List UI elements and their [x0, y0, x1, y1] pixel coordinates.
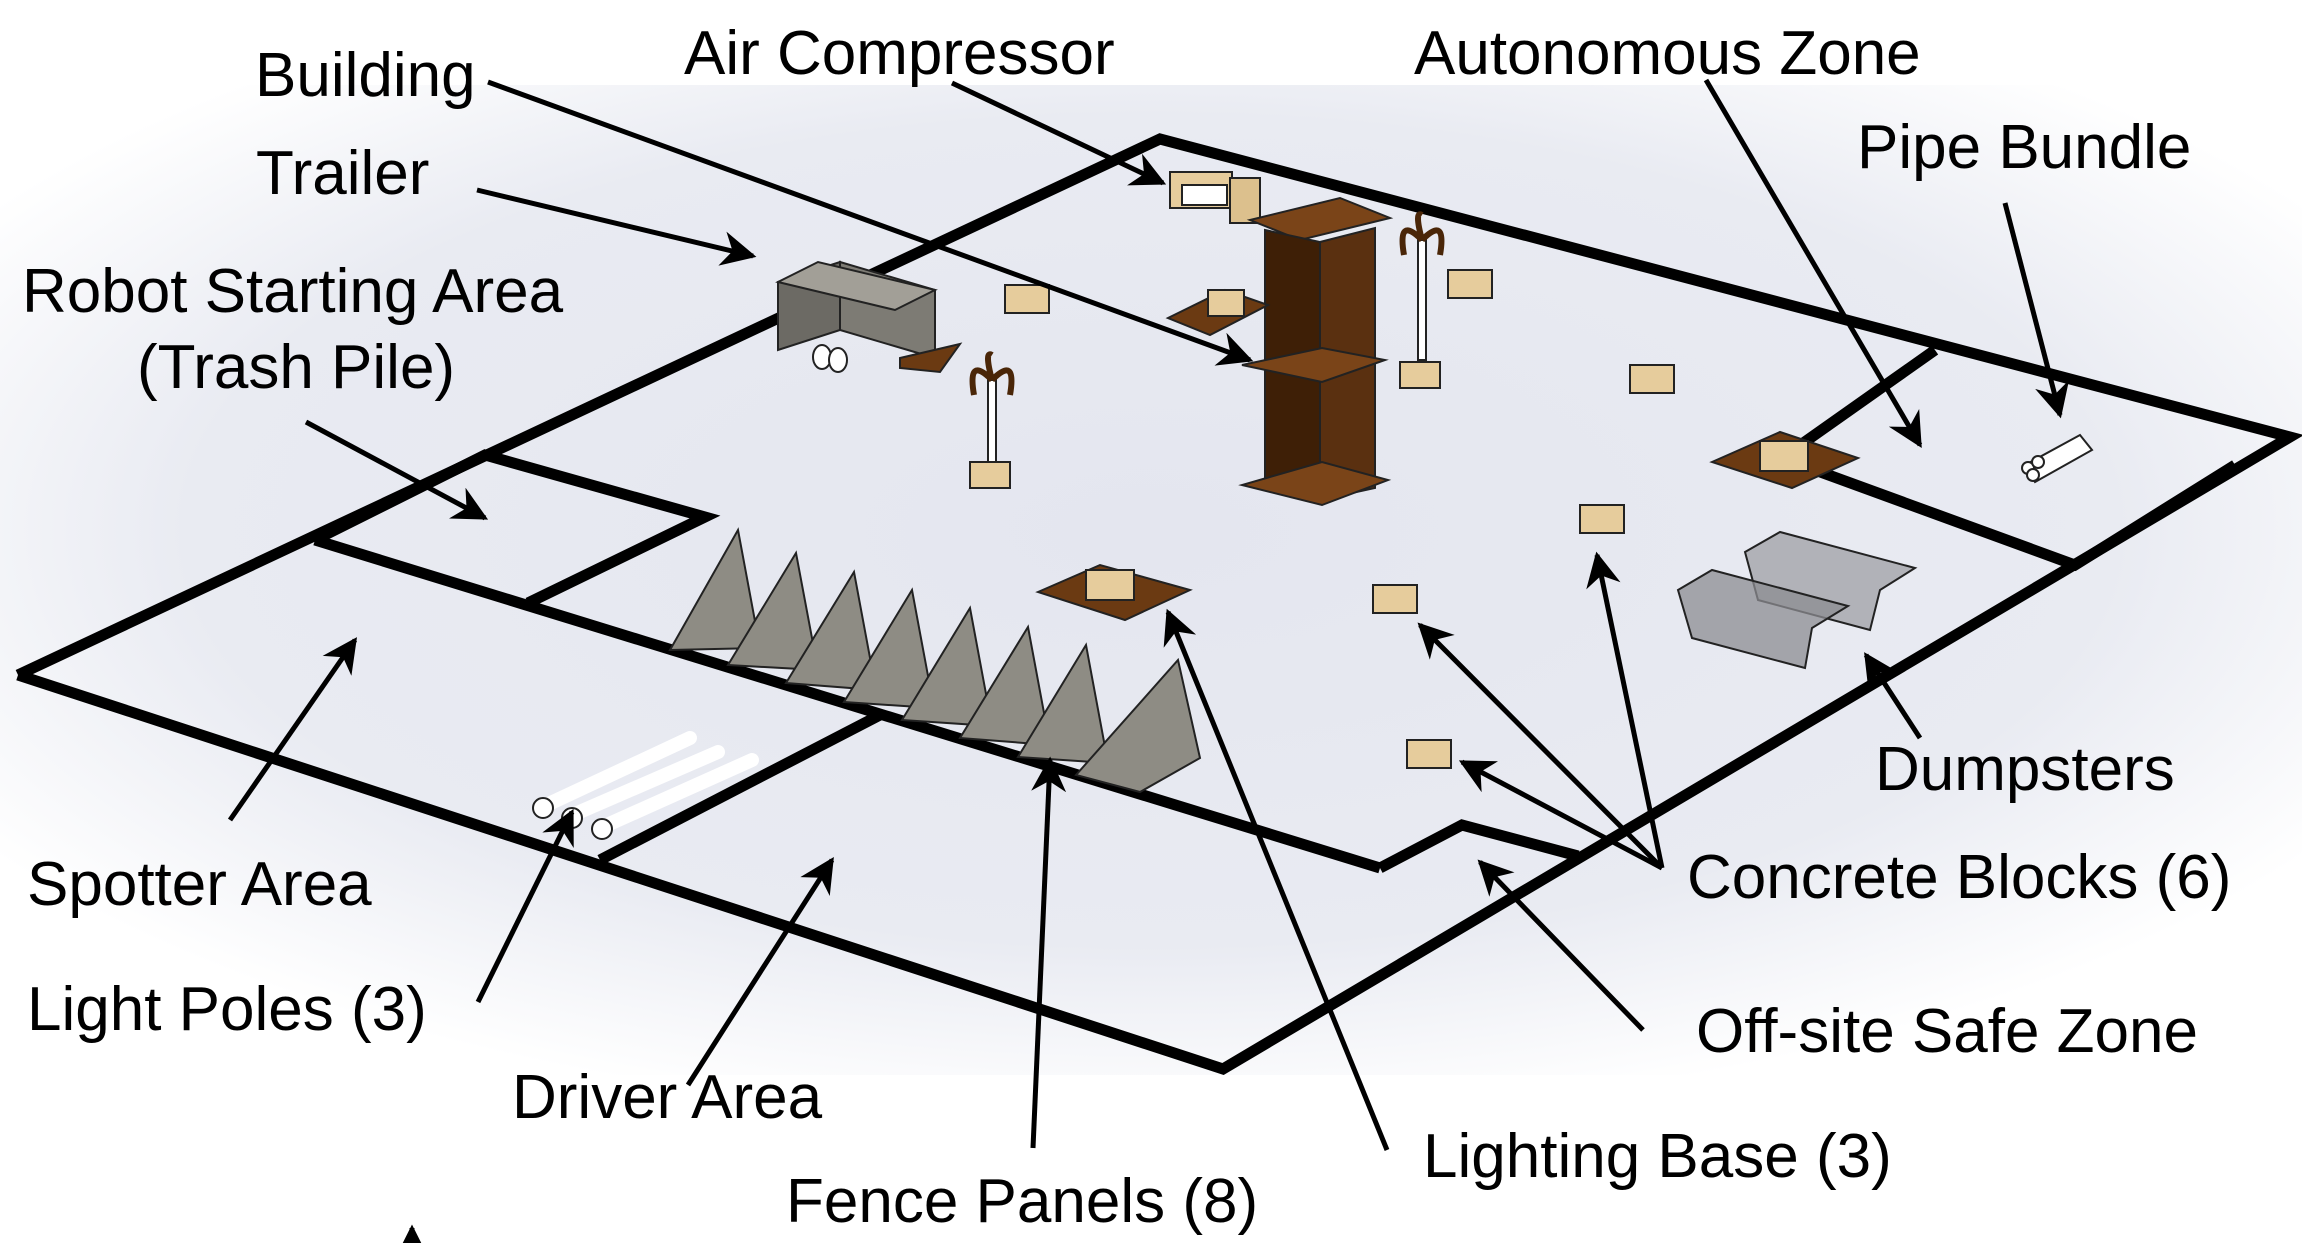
fence-panel [1074, 657, 1202, 794]
label-driver-area: Driver Area [512, 1063, 823, 1132]
lighting-base [1709, 430, 1861, 490]
fence-panel [726, 550, 820, 672]
arrow-driver-area [685, 857, 835, 1087]
off-site-safe-zone-outline [1377, 819, 1580, 873]
autonomous-zone-outline [1770, 345, 2238, 572]
arrow-spotter-area [227, 637, 358, 822]
building [1238, 196, 1394, 507]
concrete-blocks [1004, 269, 1675, 769]
pipe-bundle [2021, 433, 2094, 484]
air-compressor [1169, 171, 1261, 224]
arrow-off-site-safe-zone [1477, 859, 1645, 1032]
arrow-light-poles [475, 808, 575, 1004]
concrete-block [1372, 584, 1418, 614]
callout-arrows [227, 78, 2070, 1243]
concrete-block [1406, 739, 1452, 769]
robot-starting-area-outline [312, 449, 721, 608]
arrow-pipe-bundle [2002, 202, 2070, 419]
concrete-block [1579, 504, 1625, 534]
fence-panel [900, 605, 994, 728]
labels: Building Air Compressor Autonomous Zone … [22, 19, 2231, 1236]
arrow-lighting-base [1163, 608, 1390, 1151]
label-trash-pile: (Trash Pile) [137, 333, 455, 402]
label-building: Building [255, 41, 476, 110]
concrete-block [1004, 284, 1050, 314]
lighting-base [1035, 563, 1193, 622]
label-light-poles: Light Poles (3) [27, 975, 427, 1044]
arrow-fence-panels [1030, 756, 1067, 1149]
arrow-air-compressor [950, 80, 1167, 186]
fence-panel [958, 624, 1052, 747]
arrow-dumpsters [1863, 652, 1923, 740]
arrow-robot-start [304, 419, 489, 521]
arrow-concrete-1 [1417, 622, 1664, 870]
label-concrete-blocks: Concrete Blocks (6) [1687, 843, 2231, 912]
spotter-driver-divider [597, 710, 883, 865]
light-pole-standing [1399, 211, 1445, 389]
label-trailer: Trailer [256, 139, 429, 208]
arrow-concrete-2 [1458, 759, 1664, 871]
concrete-block [1629, 364, 1675, 394]
label-autonomous-zone: Autonomous Zone [1414, 19, 1921, 88]
arrow-concrete-3 [1586, 551, 1665, 869]
label-spotter-area: Spotter Area [27, 850, 372, 919]
arrow-trailer [476, 187, 757, 266]
label-dumpsters: Dumpsters [1875, 735, 2175, 804]
light-poles-lying [532, 731, 759, 840]
label-fence-panels: Fence Panels (8) [786, 1167, 1258, 1236]
fence-panels [668, 527, 1202, 794]
light-pole-standing [969, 351, 1015, 489]
concrete-block [1447, 269, 1493, 299]
fence-panel [668, 527, 762, 652]
label-robot-starting-area: Robot Starting Area [22, 257, 564, 326]
fence-panel [842, 587, 936, 710]
lighting-base [1165, 288, 1271, 337]
arrow-autonomous-zone [1703, 78, 1923, 449]
fence-panel [784, 569, 878, 692]
trailer [775, 260, 963, 374]
label-air-compressor: Air Compressor [684, 19, 1115, 88]
label-off-site-safe-zone: Off-site Safe Zone [1696, 997, 2198, 1066]
arrow-building [487, 79, 1254, 366]
label-pipe-bundle: Pipe Bundle [1857, 113, 2191, 182]
label-lighting-base: Lighting Base (3) [1423, 1122, 1892, 1191]
dumpsters [1676, 530, 1918, 670]
